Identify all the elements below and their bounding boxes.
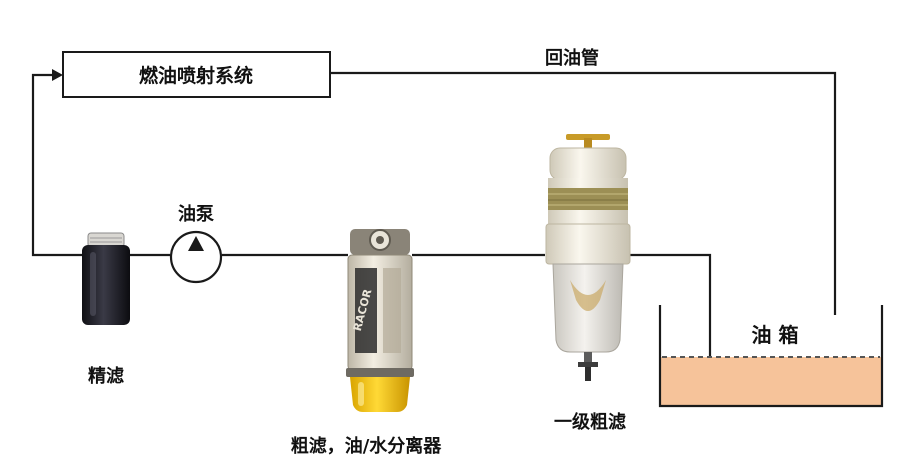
oil-pump-label: 油泵 [178, 203, 214, 225]
pipes [31, 69, 837, 383]
oil-pump-symbol [169, 230, 223, 284]
primary-filter-image [545, 134, 631, 381]
tank-label: 油 箱 [752, 323, 799, 347]
injection-system-box: 燃油喷射系统 [62, 51, 331, 98]
fine-filter-label: 精滤 [88, 365, 124, 387]
separator-filter-image: RACOR [346, 229, 414, 412]
flow-arrow-head [52, 69, 63, 81]
feed-pipe-to-injection [31, 73, 82, 257]
fine-filter-image [82, 232, 130, 325]
injection-system-label: 燃油喷射系统 [139, 64, 253, 87]
return-pipe-line [330, 71, 837, 315]
fuel-tank: 油 箱 [658, 305, 884, 408]
return-pipe-label: 回油管 [545, 47, 599, 69]
pipe-primary-to-tank [630, 253, 712, 383]
separator-label: 粗滤，油/水分离器 [291, 435, 443, 457]
primary-filter-label: 一级粗滤 [554, 411, 626, 433]
